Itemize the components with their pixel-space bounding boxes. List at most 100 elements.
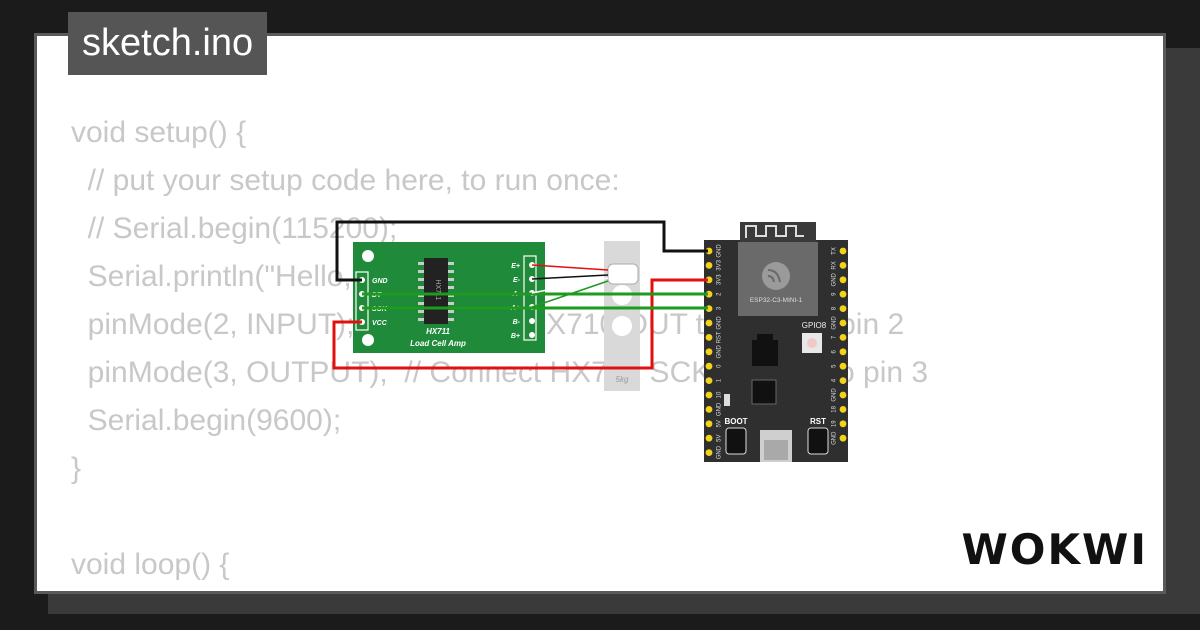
chip-leg (418, 318, 424, 321)
esp32-pin-label: 5V (717, 435, 723, 442)
code-line: void loop() { (71, 548, 230, 581)
esp32-pin[interactable] (839, 348, 847, 356)
hx711-pin[interactable] (529, 332, 535, 338)
hx711-pcb (353, 242, 545, 353)
esp32-pin[interactable] (839, 406, 847, 413)
esp32-pin-label: 1 (717, 378, 723, 382)
esp32-pin-label: GND (717, 445, 723, 459)
hx711-title: HX711 (426, 327, 450, 336)
wire-gnd[interactable] (335, 220, 708, 282)
rst-label: RST (810, 417, 826, 426)
boot-label: BOOT (724, 417, 747, 426)
hx711-chip (424, 258, 448, 324)
esp32-pin[interactable] (839, 377, 847, 384)
boot-button[interactable] (725, 427, 747, 455)
esp32-pin[interactable] (705, 247, 713, 255)
hx711-subtitle: Load Cell Amp (410, 339, 466, 348)
chip-leg (448, 286, 454, 289)
esp32-pin-label: 6 (832, 349, 838, 353)
chip-label: HX711 (434, 280, 441, 301)
left-header (355, 271, 369, 331)
esp32-pin[interactable] (705, 348, 713, 356)
esp32-pin[interactable] (839, 434, 847, 442)
esp32-pin[interactable] (705, 420, 713, 428)
regulator (752, 340, 778, 366)
chip-leg (448, 262, 454, 265)
esp32-pin-label: 9 (832, 292, 838, 296)
esp32-pin[interactable] (705, 362, 713, 370)
file-title: sketch.ino (68, 12, 268, 75)
hx711-pin-label: E+ (511, 263, 520, 270)
mount-hole (362, 334, 374, 346)
esp32-pin-label: 8 (832, 306, 838, 310)
chip-leg (448, 318, 454, 321)
esp32-pin[interactable] (705, 434, 713, 442)
chip-leg (418, 310, 424, 313)
led-label: GPIO8 (802, 321, 827, 330)
rst-button[interactable] (807, 427, 829, 455)
esp32-pin-label: 19 (832, 420, 838, 427)
espressif-logo-mark (767, 269, 781, 283)
hx711-pin-label: B+ (511, 333, 520, 340)
wire-vcc[interactable] (332, 278, 708, 370)
wire-a-plus[interactable] (531, 280, 609, 308)
esp32-pin[interactable] (839, 262, 847, 269)
wire-a-minus[interactable] (531, 277, 609, 294)
esp32-pin-label: RST (717, 331, 723, 343)
mount-hole (362, 250, 374, 262)
esp32-pin[interactable] (839, 290, 847, 298)
esp32-pin[interactable] (705, 391, 713, 399)
code-line: } (71, 452, 82, 485)
esp32-pin-label: TX (832, 247, 838, 255)
esp32-pin-label: 3 (717, 306, 723, 310)
esp32-pin[interactable] (839, 391, 847, 399)
esp32-pin[interactable] (839, 276, 847, 284)
esp32-pin-label: 2 (717, 292, 723, 296)
chip-leg (448, 302, 454, 305)
esp32-pin[interactable] (839, 334, 847, 341)
esp32-pin-label: 18 (832, 405, 838, 412)
chip-leg (418, 286, 424, 289)
esp32-pin[interactable] (839, 362, 847, 370)
esp32-pin-label: 0 (717, 364, 723, 368)
esp32-pin[interactable] (839, 319, 847, 327)
esp32-pin-label: 7 (832, 335, 838, 339)
hx711-pin-label: E- (513, 277, 521, 284)
code-line: // put your setup code here, to run once… (71, 164, 620, 197)
wire-e-minus[interactable] (531, 274, 609, 280)
esp32-pin-label: 5V (717, 420, 723, 427)
esp32-pin-label: GND (717, 402, 723, 416)
led-dot (807, 338, 817, 348)
esp32-pin-label: GND (832, 431, 838, 445)
code-line: Serial.begin(9600); (71, 404, 342, 437)
hx711-pin[interactable] (529, 318, 535, 324)
esp32-pin-label: GND (832, 316, 838, 330)
load-cell-hole (612, 316, 632, 336)
esp32-pin[interactable] (839, 420, 847, 428)
chip-leg (448, 270, 454, 273)
antenna-trace (745, 225, 804, 238)
chip-leg (418, 270, 424, 273)
esp32-pin[interactable] (839, 247, 847, 255)
esp32-pin[interactable] (705, 406, 713, 413)
code-line: void setup() { (71, 116, 247, 149)
load-cell[interactable]: 5kg (604, 241, 640, 391)
usb-chip (751, 379, 777, 405)
esp32-pin-label: GND (717, 316, 723, 330)
esp32-pin-label: GND (832, 272, 838, 286)
esp32-pin[interactable] (839, 305, 847, 312)
hx711-pin-label: B- (513, 319, 521, 326)
esp32-pin[interactable] (705, 262, 713, 269)
regulator-tab (757, 334, 773, 342)
wire-e-plus[interactable] (531, 264, 609, 271)
esp32-pin-label: 5 (832, 364, 838, 368)
esp32-pin-label: 10 (717, 391, 723, 398)
esp32-pin-label: 3V3 (717, 274, 723, 285)
esp32-pin[interactable] (705, 334, 713, 341)
esp32-pin[interactable] (705, 377, 713, 384)
esp32-pin[interactable] (705, 449, 713, 456)
esp32-pin[interactable] (705, 319, 713, 327)
esp32-board[interactable]: ESP32-C3-MINI-1 GPIO8 BOOT RST GND3V33V3… (704, 222, 848, 462)
